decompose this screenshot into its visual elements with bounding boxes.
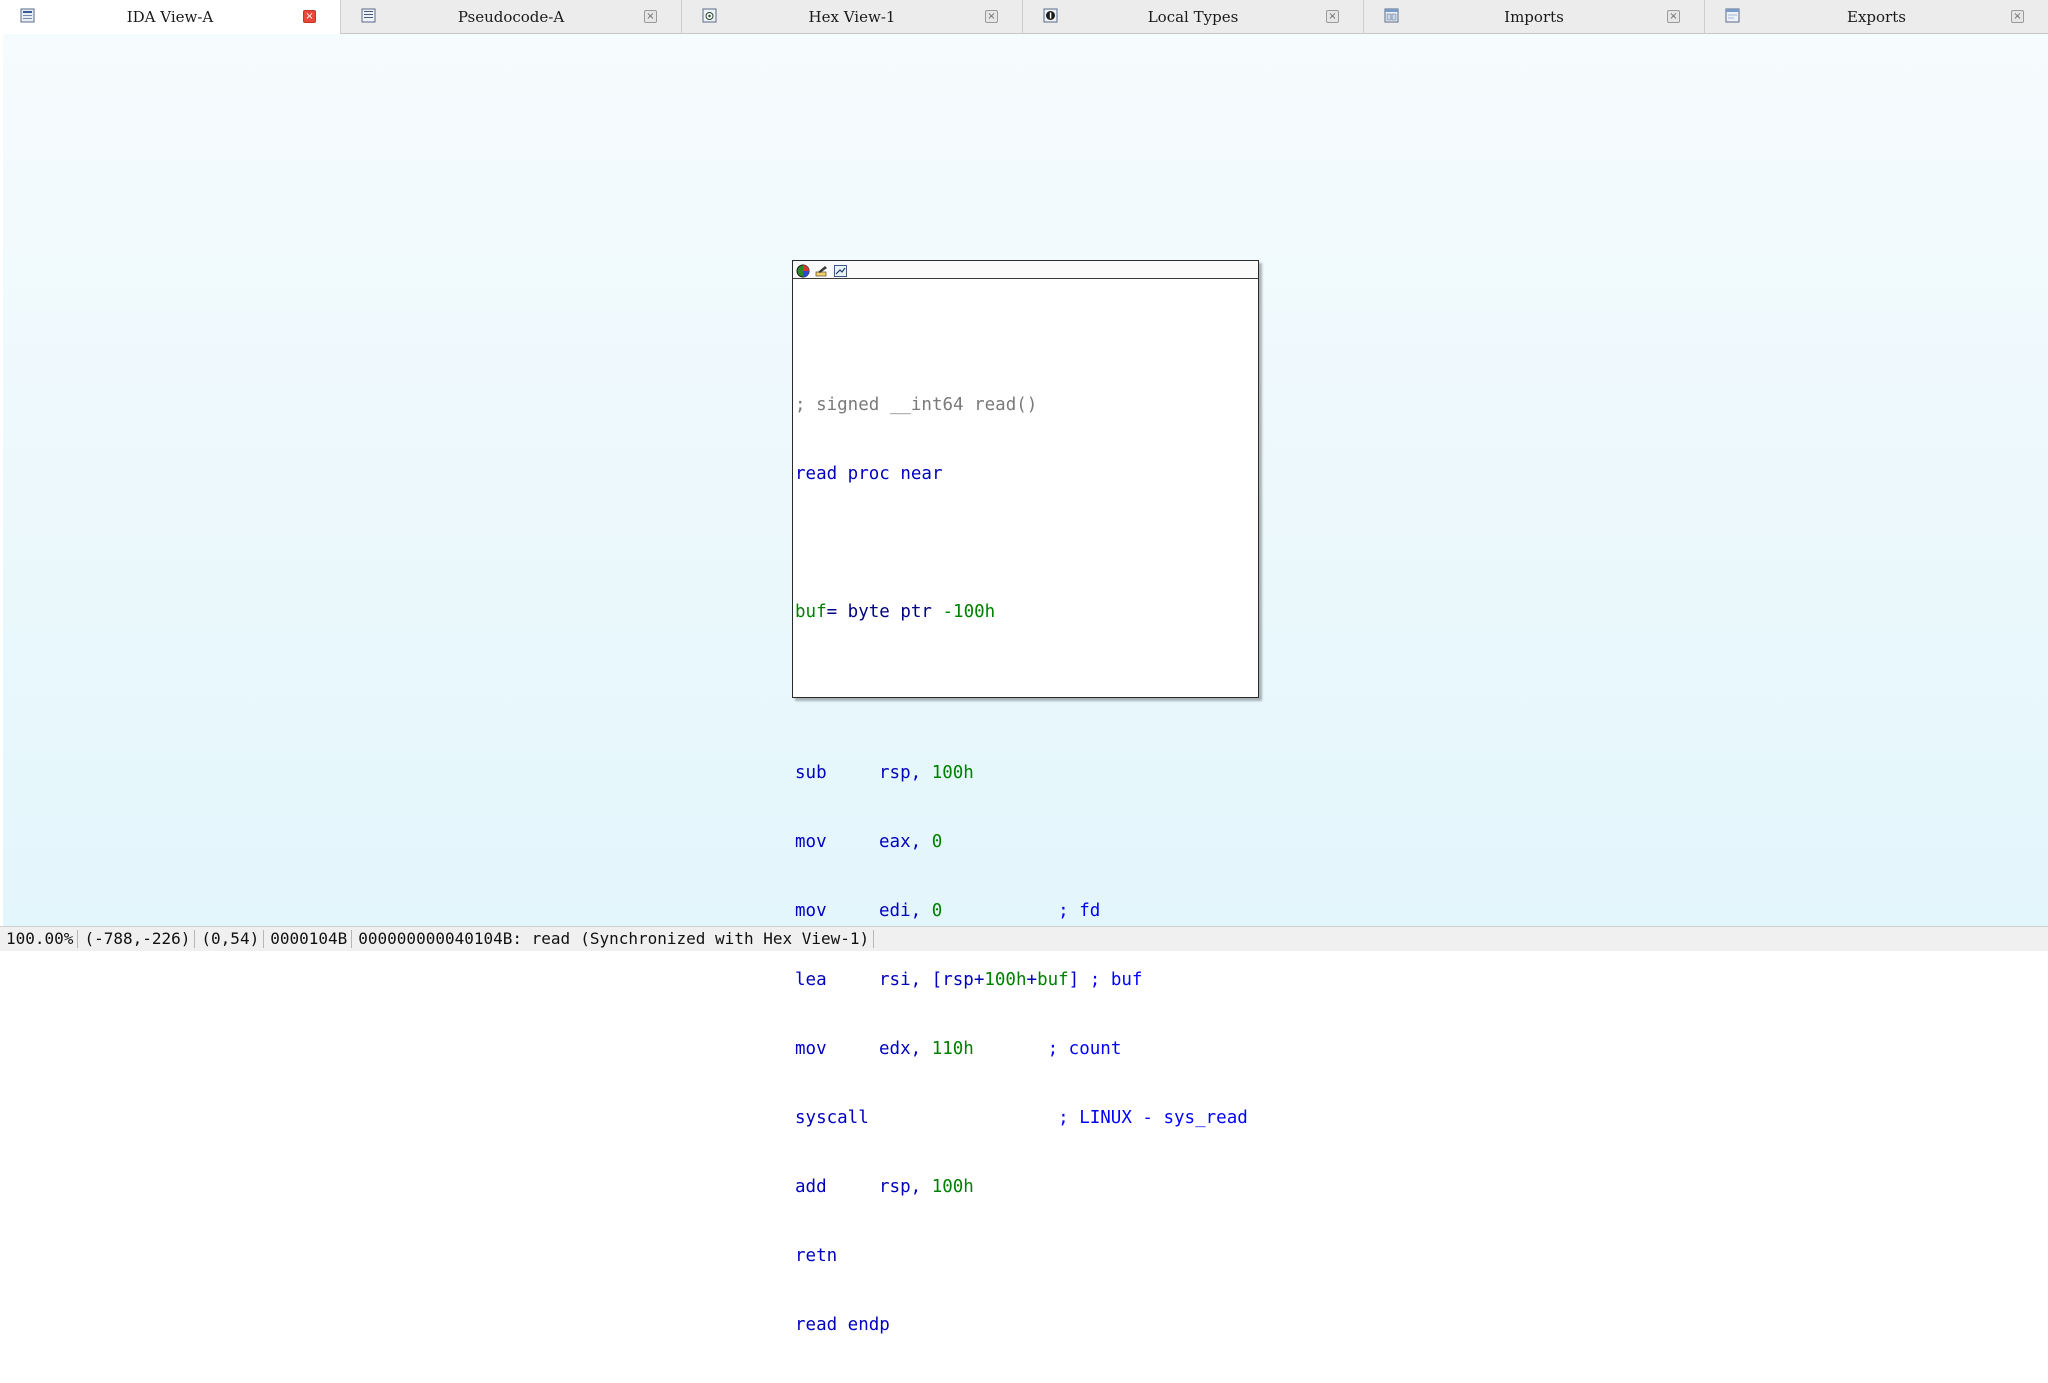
code-line[interactable]: syscall ; LINUX - sys_read xyxy=(795,1107,1248,1130)
operand-imm: 110h xyxy=(931,1039,974,1059)
operand: eax, xyxy=(879,832,932,852)
tab-label: Local Types xyxy=(1147,8,1239,26)
code-line[interactable]: mov eax, 0 xyxy=(795,831,1248,854)
imports-icon xyxy=(1384,8,1399,23)
close-icon[interactable]: × xyxy=(1326,10,1339,23)
inline-comment: ; buf xyxy=(1089,970,1143,990)
edit-icon[interactable] xyxy=(814,263,830,277)
operand-imm: 100h xyxy=(931,1177,974,1197)
operand-imm: 0 xyxy=(931,832,943,852)
cursor-position: (0,54) xyxy=(195,930,265,948)
graph-icon[interactable] xyxy=(833,263,849,277)
pseudocode-icon xyxy=(361,8,376,23)
operand-imm: 100h xyxy=(931,763,974,783)
var-type: = byte ptr xyxy=(826,602,943,622)
function-signature-comment: ; signed __int64 read() xyxy=(795,395,1038,415)
close-icon[interactable]: × xyxy=(303,10,316,23)
code-line: ; signed __int64 read() xyxy=(795,394,1248,417)
code-line xyxy=(795,532,1248,555)
tab-label: Imports xyxy=(1504,8,1564,26)
tab-hex-view-1[interactable]: Hex View-1 × xyxy=(682,0,1023,33)
code-line[interactable]: buf= byte ptr -100h xyxy=(795,601,1248,624)
code-line[interactable]: sub rsp, 100h xyxy=(795,762,1248,785)
sync-status: (Synchronized with Hex View-1) xyxy=(574,930,875,948)
inline-comment: ; count xyxy=(1047,1039,1122,1059)
operand-imm: 0 xyxy=(931,901,943,921)
tab-label: Pseudocode-A xyxy=(457,8,565,26)
close-icon[interactable]: × xyxy=(644,10,657,23)
zoom-level: 100.00% xyxy=(0,930,79,948)
spacer xyxy=(942,901,1058,921)
ida-view-icon xyxy=(20,8,35,23)
operand: rsi, [rsp+ xyxy=(879,970,985,990)
tab-local-types[interactable]: Local Types × xyxy=(1023,0,1364,33)
tab-label: Exports xyxy=(1847,8,1906,26)
code-line[interactable]: read endp xyxy=(795,1314,1248,1337)
file-offset: 0000104B xyxy=(264,930,353,948)
current-location: 000000000040104B: read xyxy=(358,929,571,948)
close-icon[interactable]: × xyxy=(985,10,998,23)
code-line[interactable]: lea rsi, [rsp+100h+buf] ; buf xyxy=(795,969,1248,992)
tab-label: IDA View-A xyxy=(126,8,214,26)
spacer xyxy=(879,1108,1058,1128)
code-line[interactable]: read proc near xyxy=(795,463,1248,486)
operand-plus: + xyxy=(1026,970,1038,990)
mouse-coords: (-788,-226) xyxy=(78,930,196,948)
mnemonic: mov xyxy=(795,1039,827,1059)
inline-comment: ; LINUX - sys_read xyxy=(1058,1108,1248,1128)
operand-close: ] xyxy=(1068,970,1090,990)
status-bar: 100.00% (-788,-226) (0,54) 0000104B 0000… xyxy=(0,926,2048,951)
code-line xyxy=(795,670,1248,693)
graph-canvas[interactable]: ; signed __int64 read() read proc near b… xyxy=(3,34,2048,1335)
node-header xyxy=(793,261,1258,279)
color-icon[interactable] xyxy=(795,263,811,277)
mnemonic: retn xyxy=(795,1246,838,1266)
mnemonic: sub xyxy=(795,763,827,783)
operand: rsp, xyxy=(879,763,932,783)
mnemonic: lea xyxy=(795,970,827,990)
local-types-icon xyxy=(1043,8,1058,23)
disassembly-code: ; signed __int64 read() read proc near b… xyxy=(795,348,1248,1383)
tab-bar: IDA View-A × Pseudocode-A × Hex View-1 ×… xyxy=(0,0,2048,34)
code-line[interactable]: add rsp, 100h xyxy=(795,1176,1248,1199)
close-icon[interactable]: × xyxy=(1667,10,1680,23)
tab-label: Hex View-1 xyxy=(808,8,896,26)
proc-end[interactable]: read endp xyxy=(795,1315,890,1335)
spacer xyxy=(974,1039,1048,1059)
proc-start[interactable]: read proc near xyxy=(795,464,943,484)
code-line[interactable]: mov edx, 110h ; count xyxy=(795,1038,1248,1061)
tab-exports[interactable]: Exports × xyxy=(1705,0,2048,33)
tab-pseudocode-a[interactable]: Pseudocode-A × xyxy=(341,0,682,33)
var-offset: -100h xyxy=(942,602,996,622)
operand-var[interactable]: buf xyxy=(1037,970,1069,990)
inline-comment: ; fd xyxy=(1058,901,1101,921)
hex-view-icon xyxy=(702,8,717,23)
function-node[interactable]: ; signed __int64 read() read proc near b… xyxy=(792,260,1259,1335)
mnemonic: add xyxy=(795,1177,827,1197)
operand: edi, xyxy=(879,901,932,921)
mnemonic: mov xyxy=(795,832,827,852)
close-icon[interactable]: × xyxy=(2011,10,2024,23)
tab-imports[interactable]: Imports × xyxy=(1364,0,1705,33)
operand-imm: 100h xyxy=(984,970,1027,990)
operand: rsp, xyxy=(879,1177,932,1197)
code-line[interactable]: mov edi, 0 ; fd xyxy=(795,900,1248,923)
var-name[interactable]: buf xyxy=(795,602,827,622)
exports-icon xyxy=(1725,8,1740,23)
tab-ida-view-a[interactable]: IDA View-A × xyxy=(0,0,341,34)
code-line[interactable]: retn xyxy=(795,1245,1248,1268)
operand: edx, xyxy=(879,1039,932,1059)
mnemonic: mov xyxy=(795,901,827,921)
mnemonic: syscall xyxy=(795,1108,869,1128)
